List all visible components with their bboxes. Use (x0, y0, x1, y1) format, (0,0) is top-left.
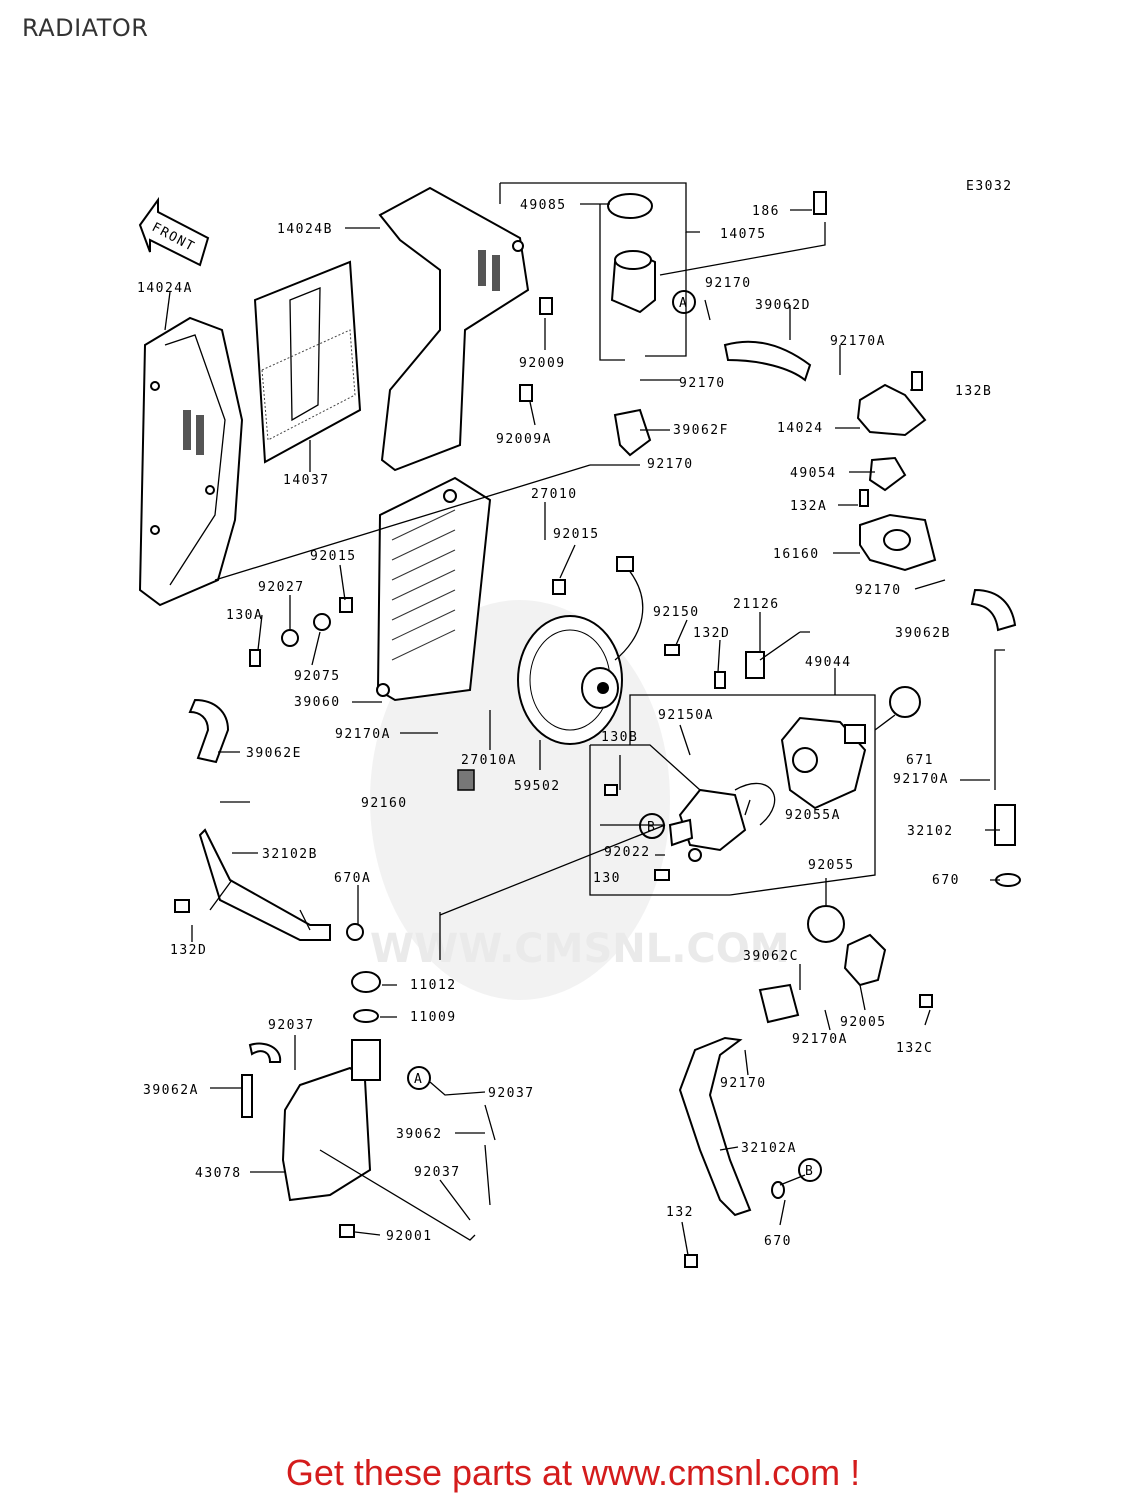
part-label: 92160 (361, 796, 408, 811)
part-label: 132C (896, 1041, 933, 1056)
part-label: 39062E (246, 746, 302, 761)
part-label: 39062B (895, 626, 951, 641)
part-label: 39062F (673, 423, 729, 438)
part-label: 14037 (283, 473, 330, 488)
ref-marker-b-bottom: B (805, 1164, 814, 1179)
part-label: 92001 (386, 1229, 433, 1244)
part-label: 92055A (785, 808, 841, 823)
filler-neck-part (607, 193, 656, 314)
bolts (174, 191, 933, 1268)
part-label: 92170A (335, 727, 391, 742)
part-label: 92037 (414, 1165, 461, 1180)
part-label: 32102 (907, 824, 954, 839)
pump-cover-part (668, 783, 776, 852)
part-label: 130 (593, 871, 621, 886)
diagram-code: E3032 (966, 179, 1013, 194)
part-label: 92015 (553, 527, 600, 542)
fittings (346, 769, 1021, 1199)
part-label: 14024 (777, 421, 824, 436)
part-label: 92170A (893, 772, 949, 787)
part-label: 11009 (410, 1010, 457, 1025)
radiator-screen-part (253, 260, 362, 464)
leader-lines (164, 182, 1005, 1256)
reservoir-tank-part (281, 971, 381, 1202)
part-label: 59502 (514, 779, 561, 794)
thermostat-housing-part (856, 383, 937, 572)
part-label: 671 (906, 753, 934, 768)
front-arrow-icon: FRONT (138, 196, 210, 267)
page-title: RADIATOR (22, 14, 149, 42)
part-label: 49085 (520, 198, 567, 213)
part-label: 92150A (658, 708, 714, 723)
ref-marker-a-top: A (679, 296, 688, 311)
part-label: 27010 (531, 487, 578, 502)
part-label: 186 (752, 204, 780, 219)
part-label: 92037 (268, 1018, 315, 1033)
part-label: 92170 (855, 583, 902, 598)
part-label: 32102A (741, 1141, 797, 1156)
part-label: 21126 (733, 597, 780, 612)
watermark-text: WWW.CMSNL.COM (370, 926, 790, 972)
part-label: 39062C (743, 949, 799, 964)
part-label: 670A (334, 871, 371, 886)
water-pump-part (780, 686, 921, 810)
part-label: 92055 (808, 858, 855, 873)
part-label: 14024B (277, 222, 333, 237)
part-label: 92005 (840, 1015, 887, 1030)
part-label: 670 (932, 873, 960, 888)
part-label: 92170 (647, 457, 694, 472)
left-shroud-part (138, 316, 244, 607)
part-label: 132D (693, 626, 730, 641)
part-label: 49054 (790, 466, 837, 481)
part-label: 11012 (410, 978, 457, 993)
part-label: 92170A (792, 1032, 848, 1047)
radiator-cap-49085 (607, 193, 653, 219)
part-label: 130B (601, 730, 638, 745)
part-label: 92150 (653, 605, 700, 620)
part-label: 92037 (488, 1086, 535, 1101)
gasket-11009 (353, 1009, 379, 1023)
footer-advert[interactable]: Get these parts at www.cmsnl.com ! (285, 1452, 861, 1493)
part-label: 92170 (705, 276, 752, 291)
part-label: 92170A (830, 334, 886, 349)
part-label: 92027 (258, 580, 305, 595)
part-label: 92170 (679, 376, 726, 391)
part-label: 92015 (310, 549, 357, 564)
part-label: 39062 (396, 1127, 443, 1142)
part-label: 92009A (496, 432, 552, 447)
part-label: 43078 (195, 1166, 242, 1181)
radiator-core-part (376, 476, 492, 702)
reservoir-cap-11012 (351, 971, 381, 993)
part-label: 132A (790, 499, 827, 514)
part-label: 16160 (773, 547, 820, 562)
part-label: 14024A (137, 281, 193, 296)
reference-markers: A B A B (407, 290, 822, 1182)
ref-marker-a-bottom: A (414, 1072, 423, 1087)
right-shroud-part (378, 186, 530, 472)
part-label: 14075 (720, 227, 767, 242)
fan-assembly-part (517, 556, 644, 745)
part-label: 132B (955, 384, 992, 399)
part-label: 39060 (294, 695, 341, 710)
part-label: 92075 (294, 669, 341, 684)
part-label: 130A (226, 608, 263, 623)
part-label: 132 (666, 1205, 694, 1220)
part-label: 49044 (805, 655, 852, 670)
part-label: 92170 (720, 1076, 767, 1091)
part-labels: 14024B 14024A 14037 92009 92009A 49085 1… (137, 198, 992, 1249)
part-label: 92022 (604, 845, 651, 860)
part-label: 32102B (262, 847, 318, 862)
part-label: 39062A (143, 1083, 199, 1098)
part-label: 39062D (755, 298, 811, 313)
part-label: 670 (764, 1234, 792, 1249)
part-label: 27010A (461, 753, 517, 768)
part-label: 92009 (519, 356, 566, 371)
o-ring-671 (889, 686, 921, 718)
hoses (188, 340, 1017, 1217)
part-label: 132D (170, 943, 207, 958)
ref-marker-b-mid: B (647, 820, 656, 835)
